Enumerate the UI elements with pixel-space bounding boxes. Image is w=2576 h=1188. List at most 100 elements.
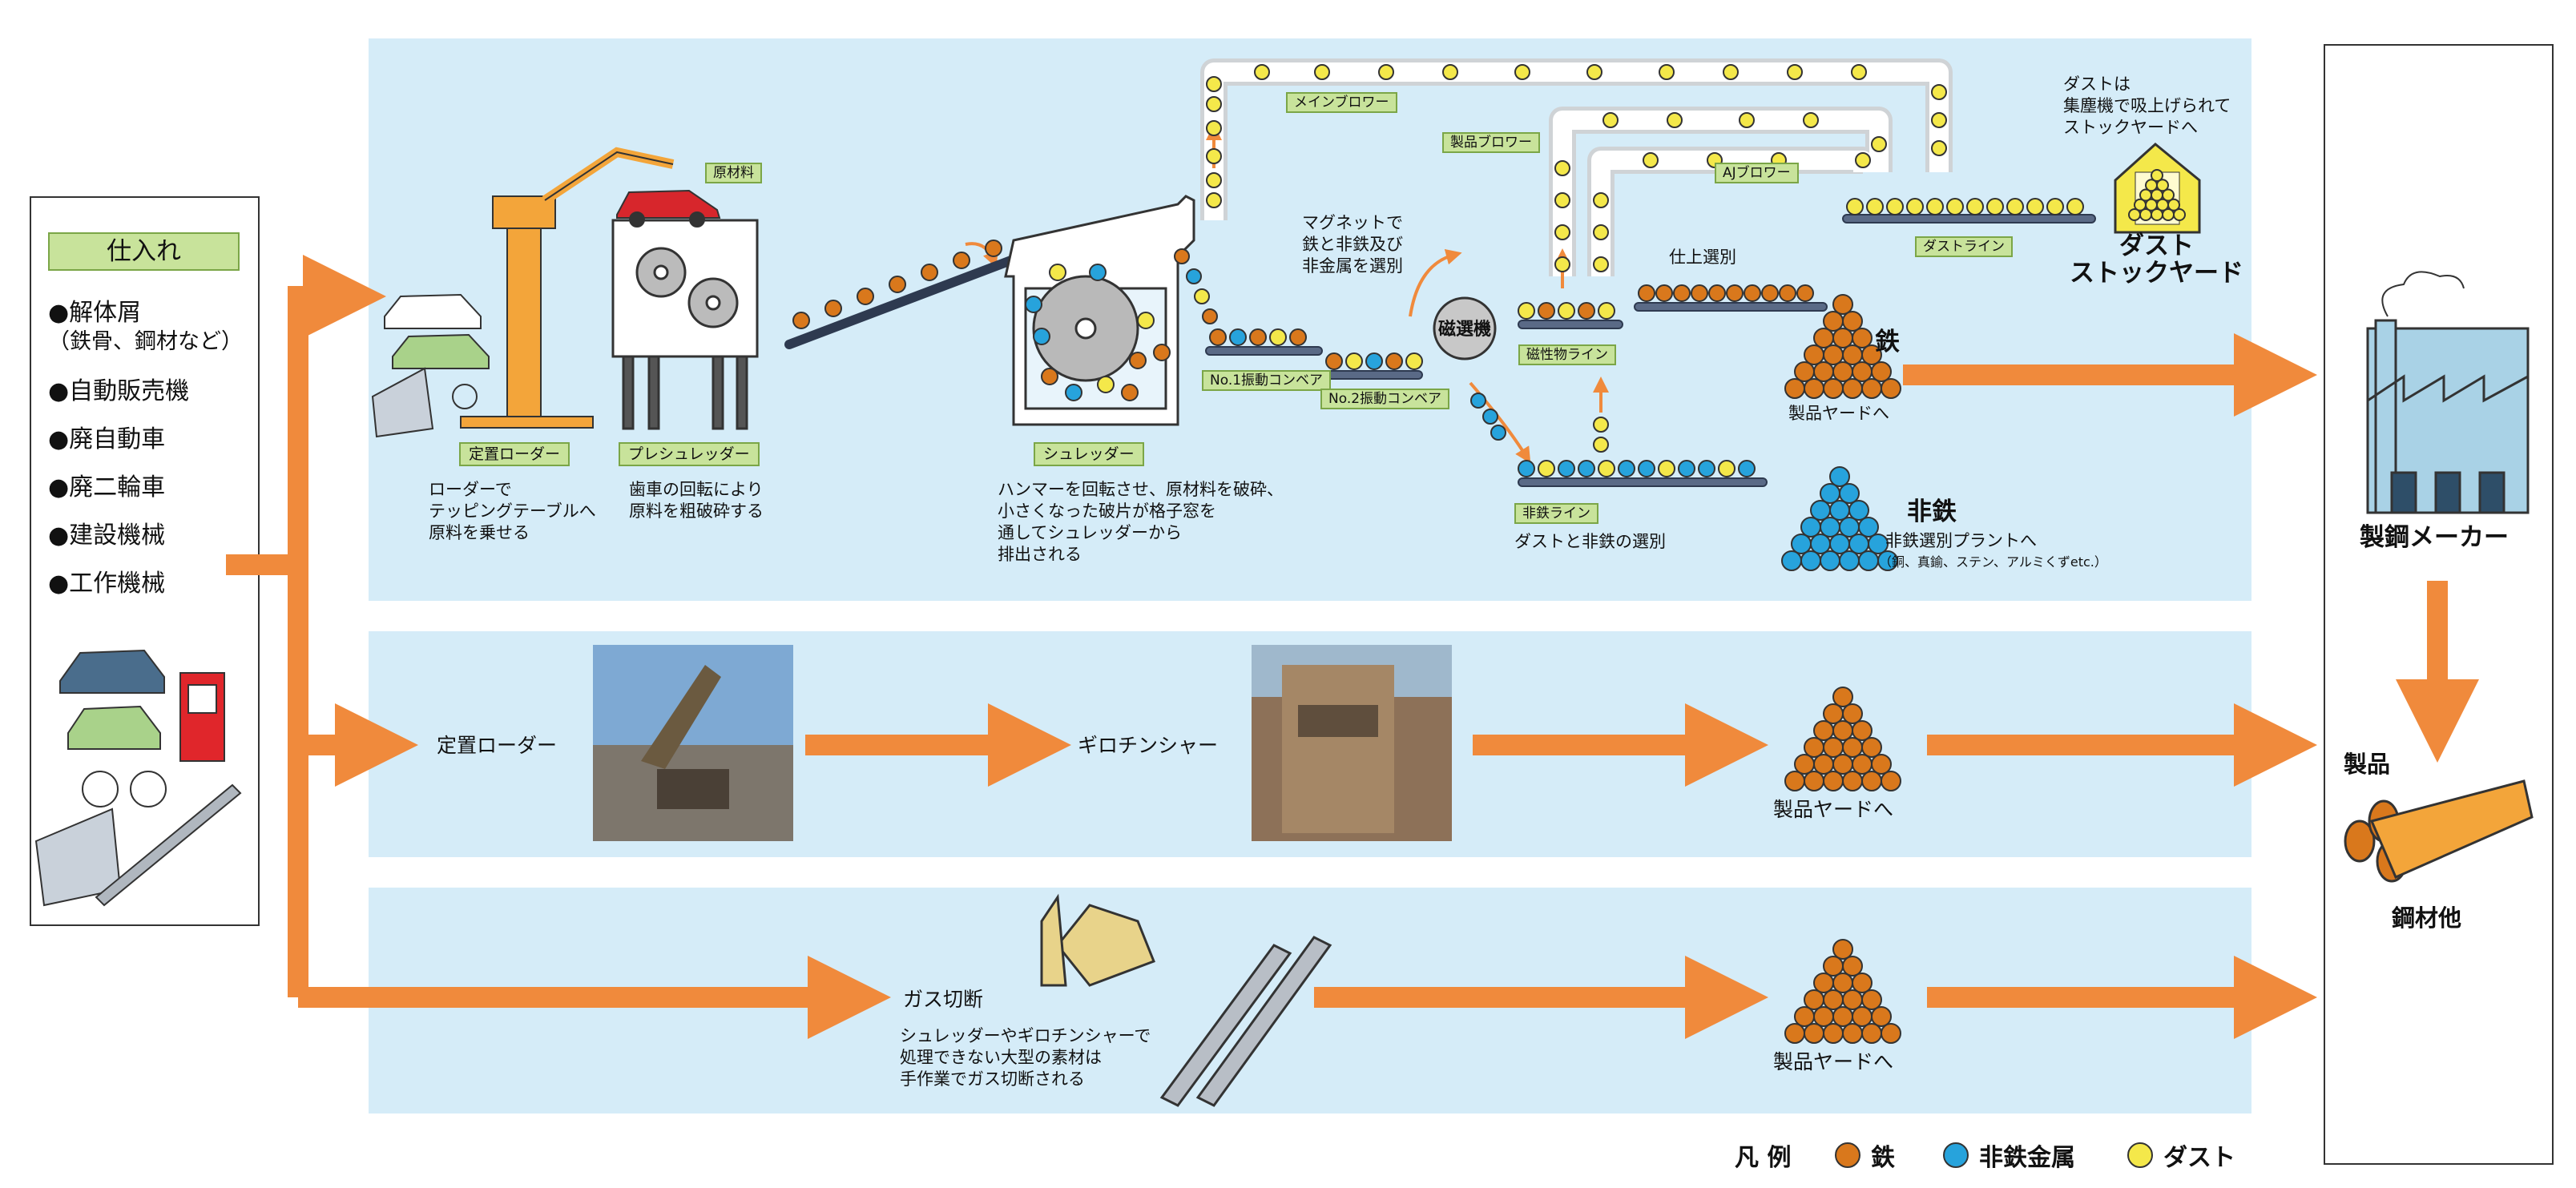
- legend-nonferrous-swatch: [1943, 1142, 1969, 1168]
- dust-particle: [1739, 112, 1755, 128]
- supply-item-construction: ●建設機械: [48, 522, 166, 550]
- dust-particle: [1593, 417, 1609, 433]
- dust-particle: [1659, 64, 1675, 80]
- dust-particle: [1871, 136, 1887, 152]
- mixed-particle: [1598, 302, 1615, 320]
- nonferrous-label: 非鉄: [1907, 497, 1957, 526]
- tag-aj-blower: AJブロワー: [1715, 163, 1799, 183]
- iron-pile: [1832, 1006, 1853, 1027]
- legend-iron-swatch: [1835, 1142, 1860, 1168]
- mixed-particle: [1025, 296, 1042, 313]
- iron-label: 鉄: [1875, 328, 1900, 356]
- dust-particle: [1206, 120, 1222, 136]
- iron-pile: [1842, 737, 1863, 758]
- dust-particle: [1643, 152, 1659, 168]
- nonferrous-particle: [1738, 460, 1756, 477]
- nonferrous-particle: [1578, 460, 1595, 477]
- scrap-particle: [921, 264, 938, 281]
- legend-iron-label: 鉄: [1871, 1144, 1895, 1172]
- nonferrous-particle: [1718, 460, 1735, 477]
- nonferrous-pile: [1791, 534, 1812, 554]
- line3-yard-label: 製品ヤードへ: [1773, 1050, 1894, 1073]
- dust-particle: [1206, 172, 1222, 188]
- iron-pile: [1852, 973, 1873, 993]
- dust-particle: [2026, 198, 2044, 215]
- iron-pile: [1813, 328, 1834, 348]
- nonferrous-particle: [1538, 460, 1555, 477]
- nonferrous-pile: [1820, 550, 1840, 571]
- iron-pile: [1832, 361, 1853, 382]
- nonferrous-pile: [1858, 550, 1879, 571]
- iron-pile: [1813, 720, 1834, 741]
- loader-description: ローダーで テッピングテーブルへ 原料を乗せる: [429, 480, 596, 542]
- finishing-label: 仕上選別: [1669, 248, 1736, 267]
- tag-fixed-loader: 定置ローダー: [459, 442, 570, 466]
- iron-pile: [1842, 703, 1863, 724]
- supply-item-vending: ●自動販売機: [48, 377, 190, 405]
- dust-particle: [1206, 76, 1222, 92]
- mixed-particle: [1365, 352, 1383, 370]
- dust-particle: [1593, 437, 1609, 453]
- dust-particle: [1206, 148, 1222, 164]
- tag-main-blower: メインブロワー: [1286, 92, 1397, 113]
- iron-pile: [1823, 703, 1844, 724]
- nonferrous-particle: [1518, 460, 1535, 477]
- iron-pile: [1842, 771, 1863, 791]
- tag-conveyor-1: No.1振動コンベア: [1202, 370, 1332, 391]
- iron-pile: [1804, 344, 1824, 365]
- shredder-machine: [1004, 195, 1195, 426]
- supply-item-car: ●廃自動車: [48, 425, 166, 453]
- supply-item-machine: ●工作機械: [48, 570, 166, 598]
- iron-pile: [1794, 754, 1815, 775]
- iron-pile: [1804, 771, 1824, 791]
- iron-particle: [1691, 284, 1708, 302]
- iron-pile: [1842, 956, 1863, 977]
- iron-pile: [1852, 1006, 1873, 1027]
- iron-pile: [1852, 720, 1873, 741]
- tag-magnetic-line: 磁性物ライン: [1518, 344, 1616, 365]
- mixed-particle: [1065, 384, 1082, 401]
- iron-pile: [1842, 378, 1863, 399]
- mixed-particle: [1538, 302, 1555, 320]
- iron-pile: [1842, 311, 1863, 332]
- iron-particle: [1673, 284, 1691, 302]
- product-label: 製品: [2344, 751, 2391, 778]
- iron-pile: [1784, 1023, 1805, 1044]
- tag-product-blower: 製品ブロワー: [1442, 132, 1540, 153]
- scrap-particle: [857, 288, 874, 305]
- iron-pile: [1784, 771, 1805, 791]
- supply-title: 仕入れ: [48, 232, 240, 271]
- flow-arrows: [226, 255, 2479, 1039]
- nonferrous-pile: [1839, 550, 1860, 571]
- iron-pile: [1861, 1023, 1882, 1044]
- dust-particle: [1946, 198, 1964, 215]
- tag-raw-material: 原材料: [705, 163, 762, 183]
- iron-pile: [1861, 344, 1882, 365]
- dust-particle: [1926, 198, 1944, 215]
- iron-particle: [1638, 284, 1655, 302]
- iron-pile: [1813, 361, 1834, 382]
- iron-pile: [1881, 378, 1901, 399]
- mixed-particle: [1578, 302, 1595, 320]
- nonferrous-pile: [1829, 534, 1850, 554]
- iron-pile: [1832, 939, 1853, 960]
- iron-pile: [1852, 754, 1873, 775]
- mixed-particle: [1229, 328, 1247, 346]
- mixed-particle: [1186, 268, 1202, 284]
- iron-pile: [1823, 737, 1844, 758]
- dust-particle: [1986, 198, 2004, 215]
- tag-pre-shredder: プレシュレッダー: [619, 442, 760, 466]
- dust-particle: [1931, 112, 1947, 128]
- iron-particle: [1744, 284, 1761, 302]
- iron-particle: [1796, 284, 1814, 302]
- dust-particle: [1514, 64, 1530, 80]
- legend-title: 凡 例: [1735, 1144, 1792, 1172]
- dust-particle: [1602, 112, 1619, 128]
- steel-label: 鋼材他: [2392, 904, 2462, 932]
- dust-particle: [1442, 64, 1458, 80]
- iron-particle: [1655, 284, 1673, 302]
- dust-particle: [2066, 198, 2084, 215]
- dust-particle: [1593, 192, 1609, 208]
- mixed-particle: [1174, 248, 1190, 264]
- line2-yard-label: 製品ヤードへ: [1773, 798, 1894, 821]
